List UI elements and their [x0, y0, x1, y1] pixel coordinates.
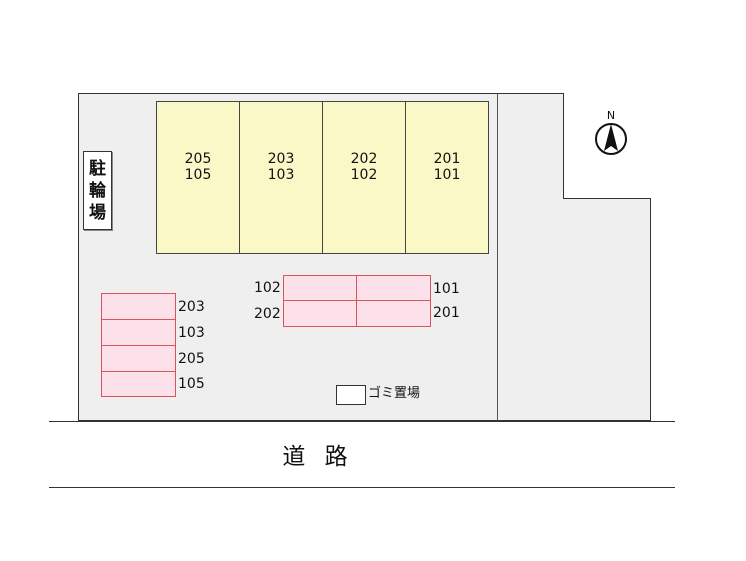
unit-number-upper: 202 [350, 150, 378, 167]
parking-space-label: 103 [178, 325, 205, 341]
bicycle-parking-char: 駐 [89, 158, 106, 179]
road-edge-bottom [49, 487, 675, 488]
apartment-building: 205 105 203 103 202 102 201 101 [156, 101, 489, 254]
unit-number-upper: 201 [433, 150, 461, 167]
parking-space [356, 300, 431, 327]
unit-number-upper: 203 [267, 150, 295, 167]
garbage-area [336, 385, 366, 405]
bicycle-parking-char: 輪 [89, 180, 106, 201]
parking-space [101, 293, 176, 320]
parking-space [101, 371, 176, 397]
parking-space [101, 319, 176, 346]
bicycle-parking-char: 場 [89, 202, 106, 223]
unit-column: 203 103 [240, 102, 323, 253]
parking-space-label: 102 [254, 280, 281, 296]
compass: N [592, 108, 630, 158]
north-arrow-icon: N [595, 109, 627, 155]
unit-number-upper: 205 [184, 150, 212, 167]
unit-column: 202 102 [323, 102, 406, 253]
parking-space-label: 201 [433, 305, 460, 321]
parking-space [283, 300, 357, 327]
parking-space-label: 202 [254, 306, 281, 322]
parking-space-label: 203 [178, 299, 205, 315]
parking-space-label: 101 [433, 281, 460, 297]
lot-area-east [497, 93, 564, 421]
lot-area-joint [563, 199, 565, 420]
parking-space [356, 275, 431, 301]
bicycle-parking-sign: 駐 輪 場 [83, 151, 112, 230]
parking-space [101, 345, 176, 372]
garbage-area-label: ゴミ置場 [368, 386, 421, 401]
unit-column: 201 101 [406, 102, 488, 253]
north-label: N [607, 109, 615, 122]
lot-area-east-extension [563, 198, 651, 421]
unit-number-lower: 103 [267, 166, 295, 183]
unit-column: 205 105 [157, 102, 240, 253]
unit-number-lower: 102 [350, 166, 378, 183]
parking-space-label: 205 [178, 351, 205, 367]
road-edge-top [49, 421, 675, 422]
parking-space-label: 105 [178, 376, 205, 392]
parking-space [283, 275, 357, 301]
unit-number-lower: 105 [184, 166, 212, 183]
road-label: 道 路 [282, 444, 354, 470]
unit-number-lower: 101 [433, 166, 461, 183]
